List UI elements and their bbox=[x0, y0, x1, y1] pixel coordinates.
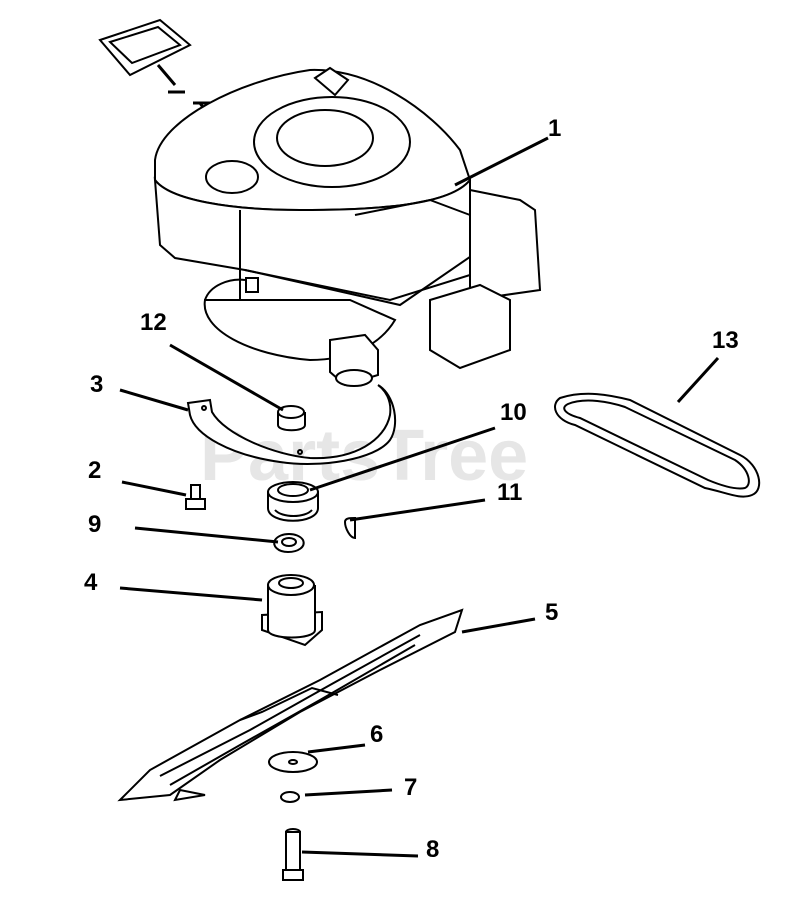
leader-5 bbox=[461, 617, 536, 634]
callout-12[interactable]: 12 bbox=[140, 309, 167, 336]
leader-1 bbox=[454, 136, 549, 187]
screw-part[interactable] bbox=[185, 484, 206, 510]
leader-8 bbox=[301, 850, 419, 858]
spring-washer-part[interactable] bbox=[273, 533, 305, 554]
callout-2[interactable]: 2 bbox=[88, 457, 101, 484]
callout-9[interactable]: 9 bbox=[88, 511, 101, 538]
leader-11 bbox=[349, 498, 486, 522]
blade-adapter-part[interactable] bbox=[261, 574, 323, 647]
lock-washer-part[interactable] bbox=[280, 791, 300, 803]
callout-13[interactable]: 13 bbox=[712, 327, 739, 354]
blade-bolt-part[interactable] bbox=[282, 828, 304, 881]
belt-part[interactable] bbox=[554, 392, 761, 498]
leader-7 bbox=[304, 788, 393, 797]
callout-10[interactable]: 10 bbox=[500, 399, 527, 426]
callout-1[interactable]: 1 bbox=[548, 115, 561, 142]
leader-9 bbox=[134, 526, 279, 544]
callout-3[interactable]: 3 bbox=[90, 371, 103, 398]
pulley-part[interactable] bbox=[267, 481, 319, 522]
leader-6 bbox=[307, 743, 366, 754]
spacer-part[interactable] bbox=[277, 405, 306, 432]
callout-4[interactable]: 4 bbox=[84, 569, 98, 596]
callout-6[interactable]: 6 bbox=[370, 721, 383, 748]
engine-plate-part[interactable] bbox=[186, 384, 397, 465]
leader-10 bbox=[309, 426, 496, 492]
leader-4 bbox=[119, 586, 263, 602]
callout-8[interactable]: 8 bbox=[426, 836, 439, 863]
callout-5[interactable]: 5 bbox=[545, 599, 558, 626]
blade-part[interactable] bbox=[117, 608, 464, 802]
engine-part[interactable] bbox=[98, 18, 542, 387]
leader-12 bbox=[169, 343, 284, 412]
callout-11[interactable]: 11 bbox=[497, 479, 522, 506]
leader-3 bbox=[119, 388, 189, 412]
callout-7[interactable]: 7 bbox=[404, 774, 417, 801]
key-part[interactable] bbox=[343, 516, 356, 540]
leader-2 bbox=[121, 480, 187, 497]
leader-13 bbox=[676, 356, 720, 404]
washer-part[interactable] bbox=[268, 751, 318, 773]
